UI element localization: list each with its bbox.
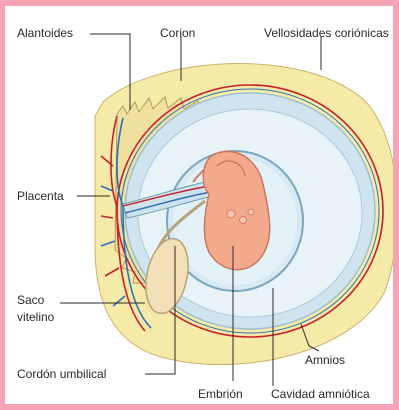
label-cordon: Cordón umbilical: [17, 366, 106, 382]
label-alantoides: Alantoides: [17, 25, 73, 41]
label-embrion: Embrión: [198, 386, 243, 402]
label-amnios: Amnios: [305, 352, 345, 368]
label-cavidad: Cavidad amniótica: [271, 386, 370, 402]
label-saco-line2: vitelino: [17, 309, 54, 325]
label-saco-line1: Saco: [17, 292, 44, 308]
embryo-diagram: [5, 6, 399, 410]
label-placenta: Placenta: [17, 188, 64, 204]
label-corion: Corion: [160, 25, 195, 41]
label-vellosidades: Vellosidades coriónicas: [264, 25, 389, 41]
